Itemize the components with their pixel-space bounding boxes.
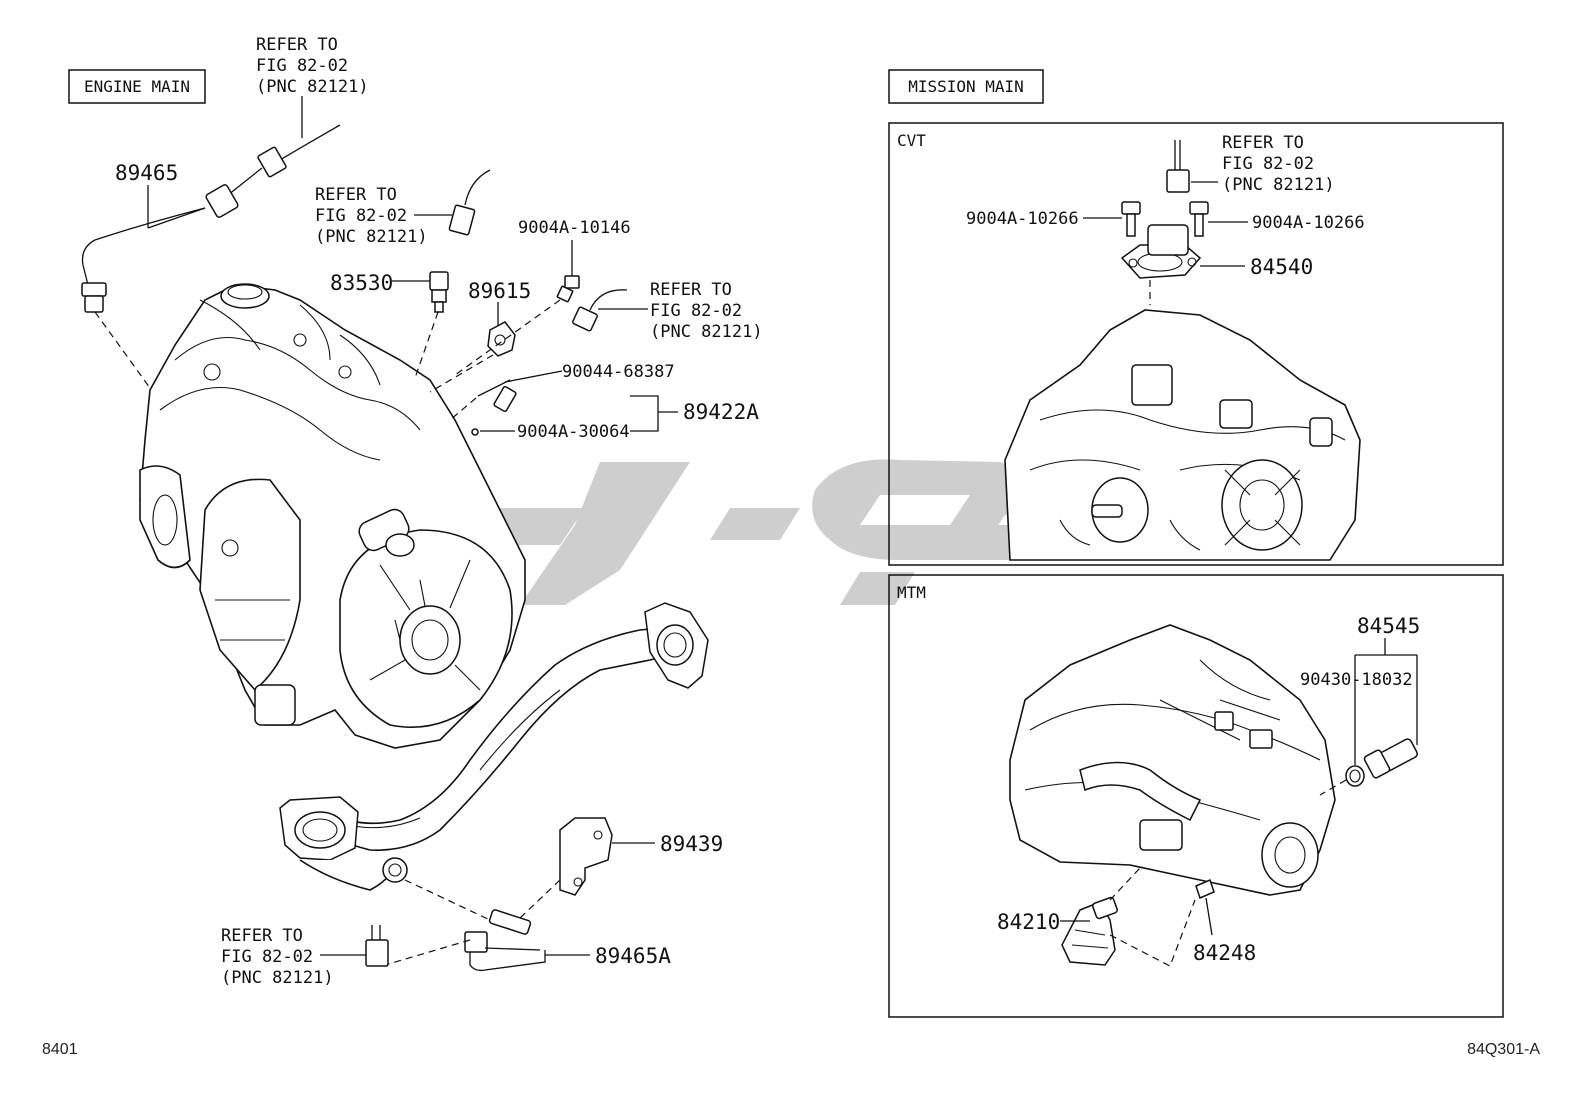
mtm-label: MTM [897, 583, 926, 602]
harness-connector-right [572, 289, 628, 332]
svg-text:(PNC 82121): (PNC 82121) [221, 968, 334, 988]
rear-oxygen-sensor-boss [382, 857, 408, 883]
engine-assembly-drawing [139, 283, 526, 749]
part-label-9004A-10146: 9004A-10146 [518, 218, 631, 238]
cam-position-sensor-89422A [449, 379, 517, 436]
backup-light-switch-84210 [1061, 867, 1141, 966]
mission-main-box [888, 69, 1044, 104]
part-label-89465A: 89465A [595, 944, 671, 968]
part-label-83530: 83530 [330, 271, 393, 295]
part-label-84248: 84248 [1193, 941, 1256, 965]
cvt-panel [888, 122, 1504, 566]
part-label-89439: 89439 [660, 832, 723, 856]
part-label-89422A: 89422A [683, 400, 759, 424]
part-label-9004A-10266-left: 9004A-10266 [966, 209, 1079, 229]
engine-main-label: ENGINE MAIN [84, 77, 190, 96]
svg-text:REFER TO: REFER TO [650, 280, 732, 300]
cvt-transmission-drawing [1004, 309, 1361, 561]
figure-number: 8401 [42, 1041, 78, 1058]
svg-text:FIG 82-02: FIG 82-02 [256, 56, 348, 76]
refer-note-cvt: REFER TO FIG 82-02 (PNC 82121) [1222, 133, 1335, 195]
part-label-9004A-10266-right: 9004A-10266 [1252, 213, 1365, 233]
svg-text:(PNC 82121): (PNC 82121) [256, 77, 369, 97]
exhaust-outlet [254, 684, 296, 726]
neutral-switch-84545 [1319, 738, 1418, 796]
svg-text:REFER TO: REFER TO [221, 926, 303, 946]
speed-sensor-84540 [1120, 140, 1209, 305]
mtm-panel [888, 574, 1504, 1018]
manual-transmission-drawing [1009, 624, 1336, 896]
bolt-9004A-10146 [454, 275, 580, 376]
svg-text:REFER TO: REFER TO [256, 35, 338, 55]
oil-pressure-switch-83530 [414, 169, 491, 379]
svg-text:FIG 82-02: FIG 82-02 [1222, 154, 1314, 174]
mission-main-label: MISSION MAIN [908, 77, 1024, 96]
part-label-89615: 89615 [468, 279, 531, 303]
cvt-label: CVT [897, 131, 926, 150]
part-label-9004A-30064: 9004A-30064 [517, 422, 630, 442]
air-fuel-ratio-sensor-89465 [81, 124, 341, 389]
bracket-89439 [519, 817, 613, 919]
refer-note-top: REFER TO FIG 82-02 (PNC 82121) [256, 35, 369, 97]
svg-text:FIG 82-02: FIG 82-02 [315, 206, 407, 226]
svg-text:REFER TO: REFER TO [1222, 133, 1304, 153]
oil-filler-cap [220, 283, 270, 309]
svg-text:FIG 82-02: FIG 82-02 [221, 947, 313, 967]
part-label-89465: 89465 [115, 161, 178, 185]
oxygen-sensor-89465A [384, 879, 546, 972]
svg-text:FIG 82-02: FIG 82-02 [650, 301, 742, 321]
svg-text:(PNC 82121): (PNC 82121) [315, 227, 428, 247]
harness-connector-lower [365, 925, 389, 967]
part-label-90044-68387: 90044-68387 [562, 362, 675, 382]
knock-sensor-89615 [429, 321, 516, 393]
engine-main-box [68, 69, 206, 104]
part-label-84545: 84545 [1357, 614, 1420, 638]
refer-note-bottom: REFER TO FIG 82-02 (PNC 82121) [221, 926, 334, 988]
svg-text:(PNC 82121): (PNC 82121) [1222, 175, 1335, 195]
part-label-90430-18032: 90430-18032 [1300, 670, 1413, 690]
svg-text:REFER TO: REFER TO [315, 185, 397, 205]
part-label-84210: 84210 [997, 910, 1060, 934]
svg-text:(PNC 82121): (PNC 82121) [650, 322, 763, 342]
exhaust-pipe-drawing [279, 602, 709, 891]
clip-84248 [1109, 878, 1215, 967]
watermark-logo [430, 459, 1100, 605]
illustration-code: 84Q301-A [1467, 1041, 1540, 1058]
refer-note-right: REFER TO FIG 82-02 (PNC 82121) [650, 280, 763, 342]
refer-note-83530: REFER TO FIG 82-02 (PNC 82121) [315, 185, 428, 247]
part-label-84540: 84540 [1250, 255, 1313, 279]
